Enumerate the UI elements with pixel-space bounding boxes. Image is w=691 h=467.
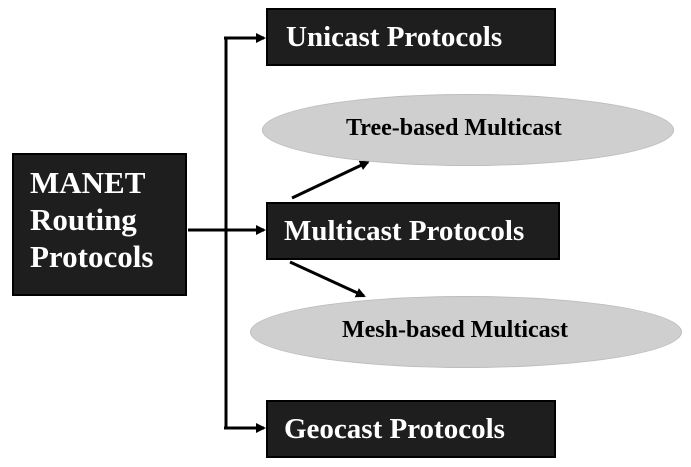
root-label-line3: Protocols — [30, 239, 154, 274]
geocast-protocols-box: Geocast Protocols — [266, 400, 556, 458]
arrow-to-mesh-based — [289, 260, 366, 298]
mesh-based-label: Mesh-based Multicast — [342, 317, 568, 343]
geocast-label: Geocast Protocols — [284, 413, 505, 445]
tree-based-label: Tree-based Multicast — [346, 115, 562, 141]
mesh-based-multicast-ellipse: Mesh-based Multicast — [250, 296, 682, 368]
unicast-protocols-box: Unicast Protocols — [266, 8, 556, 66]
arrow-to-tree-based — [291, 160, 370, 200]
tree-based-multicast-ellipse: Tree-based Multicast — [262, 94, 674, 166]
root-label-line2: Routing — [30, 202, 137, 237]
manet-routing-protocols-box: MANET Routing Protocols — [12, 153, 187, 296]
multicast-label: Multicast Protocols — [284, 215, 525, 247]
unicast-label: Unicast Protocols — [286, 21, 503, 53]
root-label-line1: MANET — [30, 165, 146, 200]
multicast-protocols-box: Multicast Protocols — [266, 202, 560, 260]
